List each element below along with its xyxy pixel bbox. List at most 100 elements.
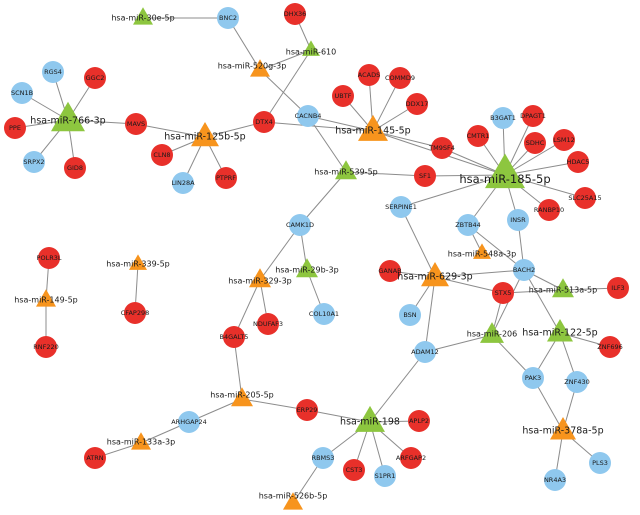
mirna-label-miR3293p: hsa-miR-329-3p: [228, 277, 292, 286]
gene-label-ACADS: ACADS: [358, 71, 380, 79]
gene-label-DDX17: DDX17: [406, 100, 429, 108]
edge-miR6293p-BACH2: [434, 269, 525, 278]
gene-circle-SF1: [414, 165, 436, 187]
gene-node-HDAC5: HDAC5: [567, 151, 589, 173]
gene-circle-DDX17: [406, 93, 428, 115]
mirna-label-miR2055p: hsa-miR-205-5p: [210, 391, 274, 400]
gene-label-SLC25A15: SLC25A15: [568, 194, 601, 202]
gene-node-B3GAT1: B3GAT1: [490, 107, 516, 129]
gene-label-DHX36: DHX36: [284, 10, 307, 18]
gene-node-RNF220: RNF220: [33, 336, 59, 358]
gene-label-CST3: CST3: [346, 466, 363, 474]
edge-DTX4-miR1455p: [263, 121, 374, 132]
edge-ADAM12-miR198: [369, 351, 426, 423]
mirna-label-miR125b5p: hsa-miR-125b-5p: [164, 132, 245, 143]
edge-miR1855p-HDAC5: [504, 161, 579, 176]
gene-label-ZNF696: ZNF696: [597, 343, 622, 351]
gene-label-MAVS: MAVS: [127, 120, 145, 128]
gene-node-POLR3L: POLR3L: [37, 247, 62, 269]
gene-label-BNC2: BNC2: [219, 14, 237, 22]
gene-label-PTPRF: PTPRF: [216, 174, 236, 182]
gene-label-SDHC: SDHC: [526, 139, 545, 147]
gene-label-POLR3L: POLR3L: [37, 254, 62, 262]
gene-node-DPAGT1: DPAGT1: [520, 105, 546, 127]
gene-node-ZBTB44: ZBTB44: [455, 214, 481, 236]
mirna-node-miR6293p: hsa-miR-629-3p: [397, 261, 473, 287]
gene-node-S1PR1: S1PR1: [374, 465, 396, 487]
gene-node-ARFGAP2: ARFGAP2: [396, 447, 426, 469]
gene-circle-GID8: [64, 157, 86, 179]
mirna-label-miR520g3p: hsa-miR-520g-3p: [218, 62, 287, 71]
gene-circle-SLC25A15: [574, 187, 596, 209]
gene-label-RGS4: RGS4: [44, 68, 62, 76]
gene-circle-DTX4: [253, 111, 275, 133]
gene-circle-DPAGT1: [522, 105, 544, 127]
edge-ZBTB44-BACH2: [467, 224, 525, 271]
gene-circle-STX5: [492, 282, 514, 304]
gene-node-BACH2: BACH2: [513, 259, 535, 281]
mirna-node-miR548a3p: hsa-miR-548a-3p: [448, 243, 516, 259]
gene-node-APLP2: APLP2: [408, 410, 430, 432]
edge-miR1855p-LSM12: [504, 139, 565, 176]
mirna-triangle-miR125b5p: [191, 121, 219, 147]
gene-node-RANBP10: RANBP10: [534, 199, 564, 221]
gene-node-ZNF430: ZNF430: [564, 371, 590, 393]
gene-circle-PPE: [4, 117, 26, 139]
mirna-triangle-miR526b5p: [283, 492, 303, 510]
gene-node-PTPRF: PTPRF: [215, 167, 237, 189]
gene-node-GGC2: GGC2: [84, 67, 106, 89]
edge-SERPINE1-miR6293p: [400, 206, 436, 278]
gene-node-SDHC: SDHC: [524, 132, 546, 154]
gene-node-NR4A3: NR4A3: [544, 469, 566, 491]
gene-label-S1PR1: S1PR1: [375, 472, 396, 480]
gene-circle-SRPX2: [23, 151, 45, 173]
mirna-triangle-miR520g3p: [250, 59, 270, 77]
edge-miR520g3p-CACNB4: [259, 69, 309, 117]
gene-node-CAMK1D: CAMK1D: [286, 214, 314, 236]
gene-label-LIN28A: LIN28A: [171, 179, 195, 187]
gene-node-RGS4: RGS4: [42, 61, 64, 83]
gene-circle-POLR3L: [38, 247, 60, 269]
gene-label-PPE: PPE: [9, 124, 21, 132]
mirna-triangle-miR5135p: [552, 278, 574, 298]
gene-label-ZBTB44: ZBTB44: [455, 221, 481, 229]
edge-miR6293p-STX5: [434, 276, 504, 294]
mirna-label-miR198: hsa-miR-198: [340, 417, 400, 428]
mirna-node-miR133a3p: hsa-miR-133a-3p: [107, 432, 175, 450]
gene-circle-CST3: [343, 459, 365, 481]
gene-label-NDUFAF3: NDUFAF3: [253, 320, 283, 328]
edge-miR610-DTX4: [263, 49, 312, 123]
edge-BACH2-miR1225p: [523, 269, 561, 334]
edge-miR206-ADAM12: [424, 334, 493, 353]
mirna-triangle-miR1225p: [547, 319, 573, 342]
gene-node-UBTF: UBTF: [332, 85, 354, 107]
gene-node-ARHGAP24: ARHGAP24: [171, 411, 207, 433]
gene-label-LSM12: LSM12: [553, 136, 575, 144]
gene-circle-ARHGAP24: [178, 411, 200, 433]
gene-label-GANAB: GANAB: [378, 267, 401, 275]
edge-CACNB4-miR5395p: [307, 115, 347, 173]
edge-miR1455p-TM9SF4: [372, 130, 443, 149]
mirna-label-miR526b5p: hsa-miR-526b-5p: [259, 492, 328, 501]
gene-label-B4GALT5: B4GALT5: [220, 333, 249, 341]
gene-circle-ZNF696: [599, 336, 621, 358]
mirna-triangle-miR6293p: [421, 261, 449, 287]
gene-label-ADAM12: ADAM12: [411, 348, 439, 356]
gene-node-GID8: GID8: [64, 157, 86, 179]
gene-node-PAK3: PAK3: [522, 367, 544, 389]
gene-circle-RBMS3: [312, 447, 334, 469]
mirna-node-miR5135p: hsa-miR-513a-5p: [529, 278, 597, 298]
gene-label-TM9SF4: TM9SF4: [428, 144, 455, 152]
edge-miR6293p-ADAM12: [424, 276, 436, 353]
mirna-label-miR378a5p: hsa-miR-378a-5p: [522, 426, 603, 437]
edge-miR610-miR520g3p: [259, 49, 312, 71]
mirna-node-miR526b5p: hsa-miR-526b-5p: [259, 492, 328, 510]
gene-circle-LSM12: [553, 129, 575, 151]
gene-label-SERPINE1: SERPINE1: [385, 203, 417, 211]
mirna-label-miR1225p: hsa-miR-122-5p: [522, 328, 597, 339]
gene-circle-HDAC5: [567, 151, 589, 173]
gene-node-LSM12: LSM12: [553, 129, 575, 151]
gene-node-DHX36: DHX36: [284, 3, 307, 25]
mirna-label-miR206: hsa-miR-206: [467, 330, 517, 339]
